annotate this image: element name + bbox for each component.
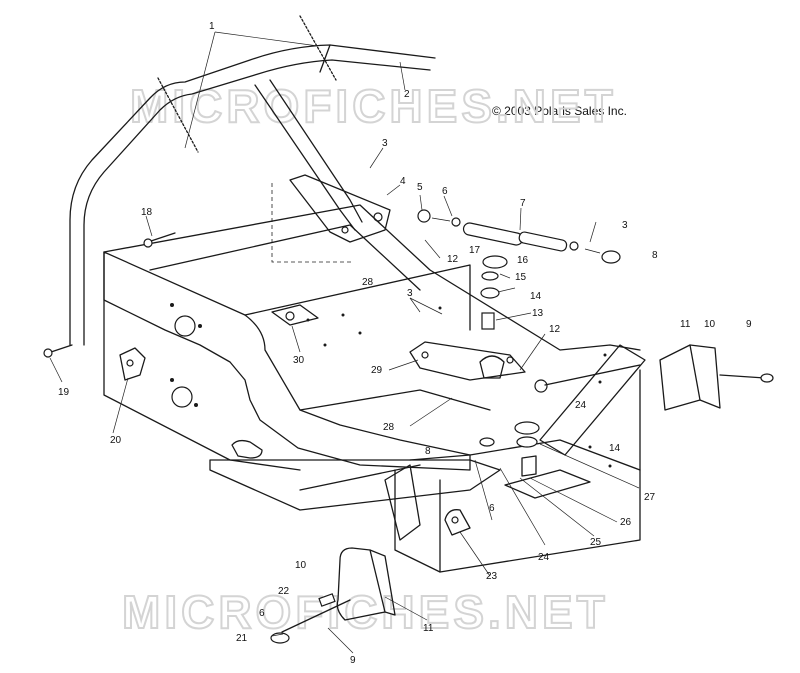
spring-plate xyxy=(504,455,591,499)
callout-28: 28 xyxy=(362,277,374,288)
callout-23: 23 xyxy=(486,571,498,582)
right-spindle xyxy=(544,344,774,411)
callout-27: 27 xyxy=(644,492,656,503)
left-spindle xyxy=(270,464,471,644)
callout-3c: 3 xyxy=(407,288,413,299)
copyright-notice: © 2003 Polaris Sales Inc. xyxy=(492,104,627,118)
left-side-plate xyxy=(103,251,471,471)
callout-6: 6 xyxy=(442,186,448,197)
callout-30: 30 xyxy=(293,355,305,366)
callout-4: 4 xyxy=(400,176,406,187)
callout-3: 3 xyxy=(382,138,388,149)
diagonal-strut xyxy=(539,344,646,456)
callout-25: 25 xyxy=(590,537,602,548)
callout-11: 11 xyxy=(680,319,691,330)
callout-5: 5 xyxy=(417,182,423,193)
callout-7: 7 xyxy=(520,198,526,209)
callout-9b: 9 xyxy=(350,655,356,666)
callout-13: 13 xyxy=(532,308,544,319)
callout-16: 16 xyxy=(517,255,529,266)
callout-12b: 12 xyxy=(549,324,561,335)
handlebar xyxy=(69,15,436,346)
callout-6b: 6 xyxy=(489,503,495,514)
callout-12: 12 xyxy=(447,254,459,265)
callout-8: 8 xyxy=(652,250,658,261)
callout-11b: 11 xyxy=(423,623,434,634)
callout-10: 10 xyxy=(704,319,716,330)
callout-20: 20 xyxy=(110,435,122,446)
callout-19: 19 xyxy=(58,387,70,398)
callout-24b: 24 xyxy=(538,552,550,563)
callout-numbers: 1 2 3 4 5 6 7 3 8 18 12 17 16 15 14 13 1… xyxy=(58,21,752,666)
callout-1: 1 xyxy=(209,21,215,32)
watermark-bottom: MICROFICHES.NET xyxy=(122,586,609,638)
callout-14b: 14 xyxy=(609,443,621,454)
callout-6c: 6 xyxy=(259,608,265,619)
callout-8b: 8 xyxy=(425,446,431,457)
callout-26: 26 xyxy=(620,517,632,528)
callout-29: 29 xyxy=(371,365,383,376)
callout-17: 17 xyxy=(469,245,481,256)
callout-21: 21 xyxy=(236,633,248,644)
callout-14: 14 xyxy=(530,291,542,302)
callout-3b: 3 xyxy=(622,220,628,231)
callout-15: 15 xyxy=(515,272,527,283)
callout-22: 22 xyxy=(278,586,290,597)
callout-18: 18 xyxy=(141,207,153,218)
kingpin-hardware xyxy=(479,255,548,448)
leader-lines xyxy=(49,31,640,654)
callout-28b: 28 xyxy=(383,422,395,433)
center-plate xyxy=(409,341,526,381)
callout-24: 24 xyxy=(575,400,587,411)
callout-10b: 10 xyxy=(295,560,307,571)
main-frame xyxy=(103,204,641,573)
callout-2: 2 xyxy=(404,89,410,100)
tie-rod-assembly xyxy=(417,209,621,264)
small-parts xyxy=(43,232,319,358)
callout-9: 9 xyxy=(746,319,752,330)
watermark-top: MICROFICHES.NET xyxy=(130,80,617,132)
